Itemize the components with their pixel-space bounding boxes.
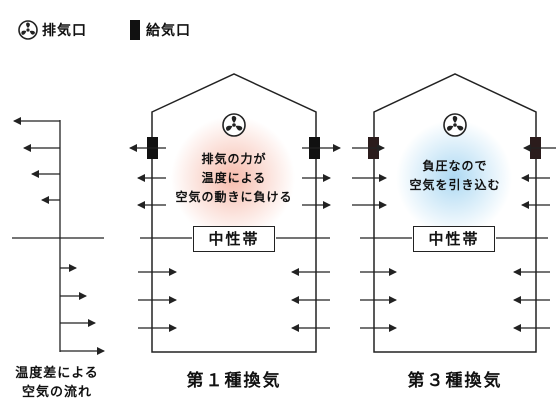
exhaust-fan-icon — [443, 113, 467, 137]
house-outline — [151, 73, 317, 353]
legend-fan-icon — [18, 20, 38, 40]
warm-glow — [171, 116, 295, 240]
left-caption-line1: 温度差による — [15, 366, 99, 381]
note-type3: 負圧なので 空気を引き込む — [400, 157, 510, 195]
house-type1 — [129, 73, 341, 353]
note-type1-line1: 排気の力が — [201, 152, 267, 166]
legend-supply-label: 給気口 — [146, 23, 191, 39]
note-type3-line2: 空気を引き込む — [409, 178, 501, 192]
type1-caption: 第１種換気 — [186, 371, 282, 391]
cool-glow — [396, 120, 512, 236]
left-panel-caption: 温度差による 空気の流れ — [2, 364, 112, 402]
note-type1-line2: 温度による — [201, 171, 267, 185]
neutral-zone-type3: 中性帯 — [413, 226, 495, 252]
house-outline — [373, 73, 537, 353]
legend-exhaust-label: 排気口 — [42, 23, 87, 39]
type3-caption: 第３種換気 — [407, 371, 503, 391]
left-flow-panel — [12, 117, 105, 355]
legend-supply: 給気口 — [146, 18, 191, 42]
neutral-zone-type1: 中性帯 — [193, 226, 275, 252]
note-type3-line1: 負圧なので — [422, 159, 488, 173]
note-type1: 排気の力が 温度による 空気の動きに負ける — [170, 150, 298, 207]
note-type1-line3: 空気の動きに負ける — [175, 190, 293, 204]
legend-exhaust: 排気口 — [42, 18, 87, 42]
legend-vent-icon — [130, 20, 140, 40]
house-type3 — [352, 73, 556, 353]
left-caption-line2: 空気の流れ — [21, 385, 92, 400]
exhaust-fan-icon — [222, 113, 246, 137]
